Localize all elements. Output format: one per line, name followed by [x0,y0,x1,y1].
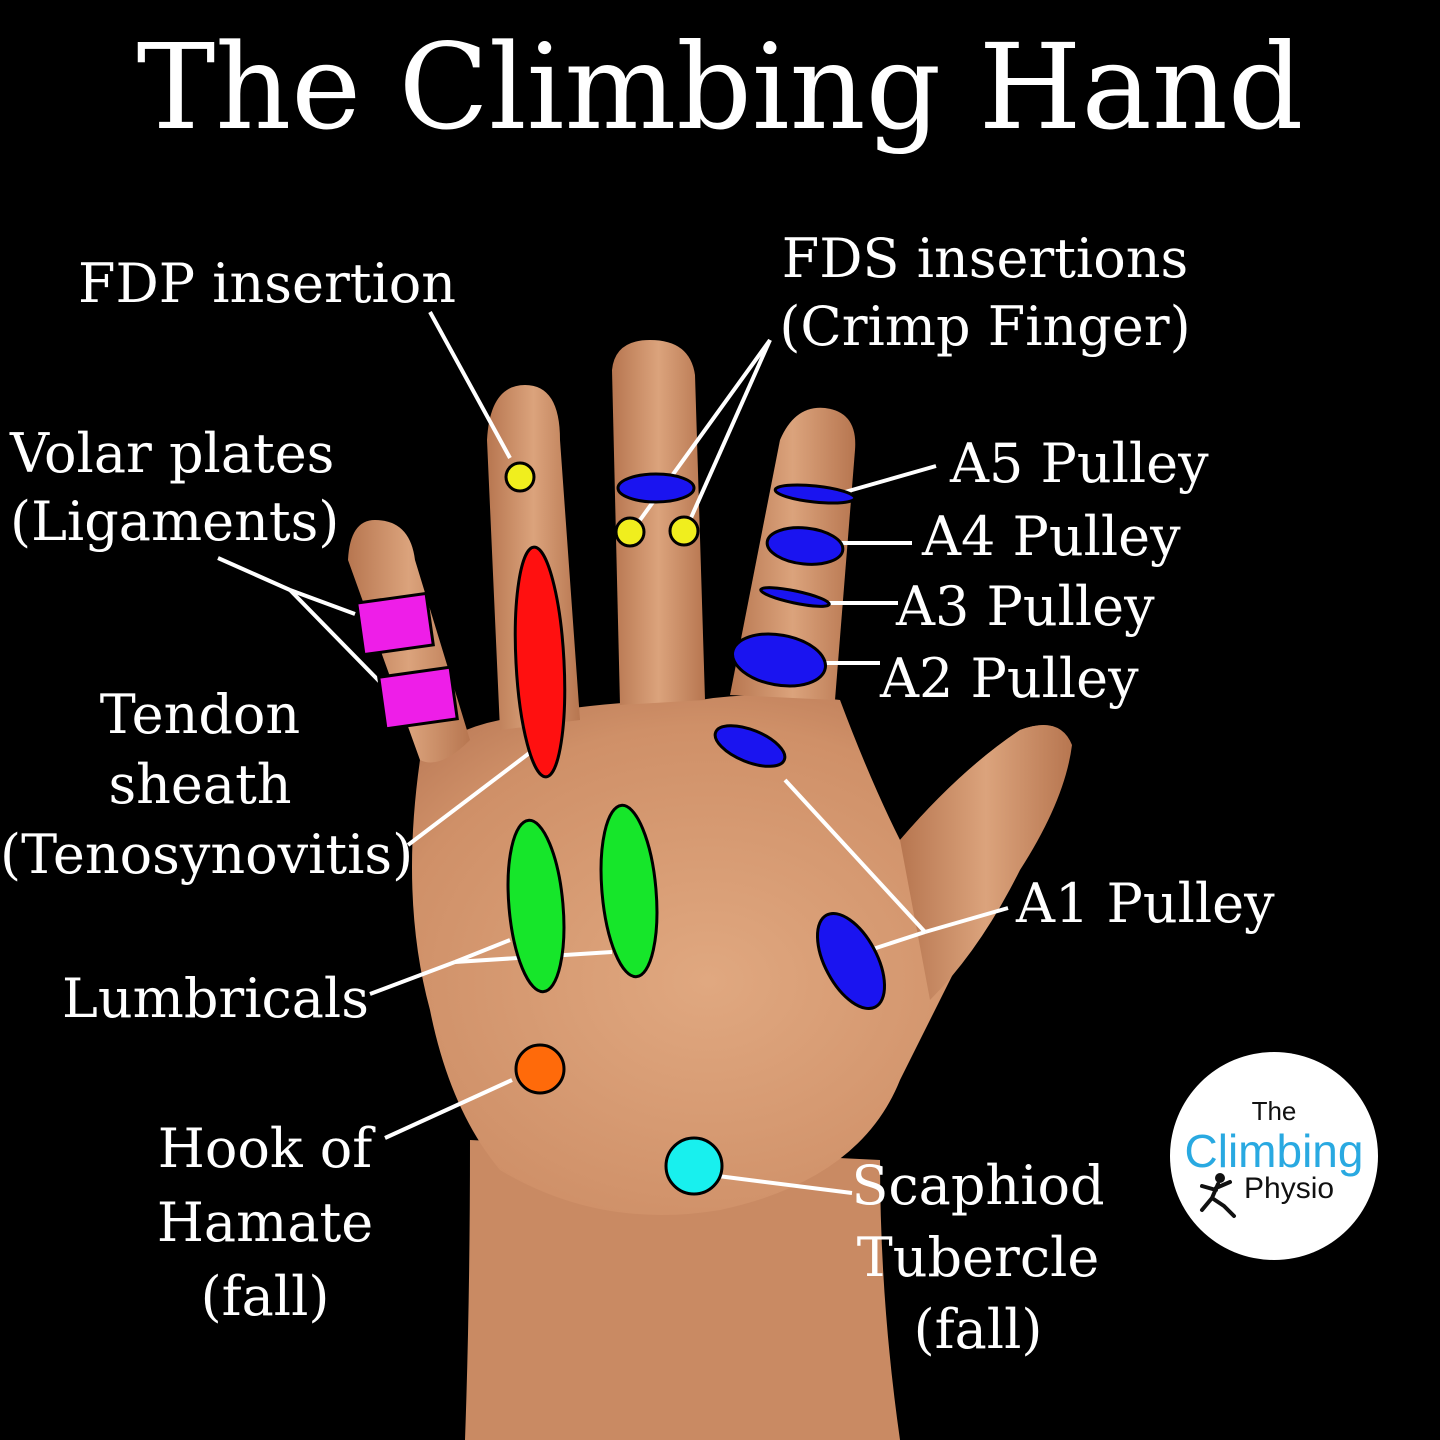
a5-leader [844,464,937,494]
lumbrical-leader-2 [454,938,511,964]
a3-pulley-label: A3 Pulley [896,575,1155,638]
a1-leader-1 [783,778,927,934]
scaphoid-tubercle-line-3: (fall) [913,1298,1043,1361]
hook-of-hamate-line-2: Hamate [156,1191,374,1254]
lumbrical-leader-1 [369,960,456,996]
tendon-sheath-line-2: sheath [108,753,292,816]
a1-pulley-label: A1 Pulley [1016,872,1275,935]
a-pulley-middle-finger [616,472,696,504]
hamate-leader [384,1078,513,1140]
tendon-sheath-line-1: Tendon [99,683,301,746]
a2-pulley-label: A2 Pulley [880,647,1139,710]
thumb [900,725,1072,1000]
fds-leader-2 [688,339,772,521]
scaphoid-tubercle-line-1: Scaphiod [851,1154,1105,1217]
volar-plate-marker-2 [377,665,459,731]
a3-pulley-marker [759,586,831,608]
forearm [465,1140,900,1440]
hook-of-hamate-line-3: (fall) [200,1265,330,1328]
logo-line-2: Climbing [1184,1125,1364,1177]
palm [412,695,1070,1215]
a1-pulley-marker-thumb [815,911,887,1011]
markers [355,461,887,1196]
volar-plate-marker-1 [355,591,435,657]
tendon-leader [406,743,542,847]
scaphoid-tubercle-label: Scaphiod Tubercle (fall) [838,1150,1118,1366]
volar-leader-1 [217,556,291,592]
volar-plates-line-1: Volar plates [10,422,335,485]
volar-plates-label: Volar plates (Ligaments) [10,420,339,555]
middle-finger [612,340,705,705]
a4-pulley-marker [765,526,845,566]
tendon-sheath-line-3: (Tenosynovitis) [0,823,414,886]
fdp-leader [428,311,512,459]
lumbrical-marker-1 [506,818,566,994]
fds-insertions-line-1: FDS insertions [781,227,1189,290]
volar-plates-line-2: (Ligaments) [10,489,340,553]
fds-insertions-label: FDS insertions (Crimp Finger) [750,225,1220,360]
a4-pulley-label: A4 Pulley [922,505,1181,568]
fds-insertion-marker-1 [614,516,646,548]
hook-of-hamate-marker [514,1043,566,1095]
climber-icon [1200,1173,1236,1218]
a2-pulley-marker [731,632,827,688]
a1-leader-2 [869,930,926,952]
hook-of-hamate-label: Hook of Hamate (fall) [140,1112,390,1334]
logo-line-3: Physio [1244,1172,1335,1205]
fds-insertion-marker-2 [668,515,700,547]
page-title: The Climbing Hand [136,18,1304,156]
scaphoid-leader [717,1174,853,1195]
hook-of-hamate-line-1: Hook of [157,1117,373,1180]
logo-line-1: The [1251,1096,1297,1126]
lumbricals-label: Lumbricals [62,967,369,1030]
fdp-insertion-label: FDP insertion [78,252,457,315]
tendon-sheath-marker [513,545,567,779]
lumbrical-marker-2 [599,803,659,979]
a5-pulley-marker [773,483,857,505]
a5-pulley-label: A5 Pulley [950,432,1209,495]
volar-leader-2 [289,588,356,616]
tendon-sheath-label: Tendon sheath (Tenosynovitis) [0,680,414,890]
volar-leader-3 [288,588,382,684]
a1-leader-3 [924,906,1009,934]
fdp-insertion-marker [504,461,536,493]
fds-insertions-line-2: (Crimp Finger) [779,294,1191,358]
scaphoid-tubercle-line-2: Tubercle [856,1226,1100,1289]
a1-pulley-marker-index [713,724,787,768]
climbing-physio-logo: The Climbing Physio [1170,1052,1378,1260]
scaphoid-tubercle-marker [664,1136,724,1196]
